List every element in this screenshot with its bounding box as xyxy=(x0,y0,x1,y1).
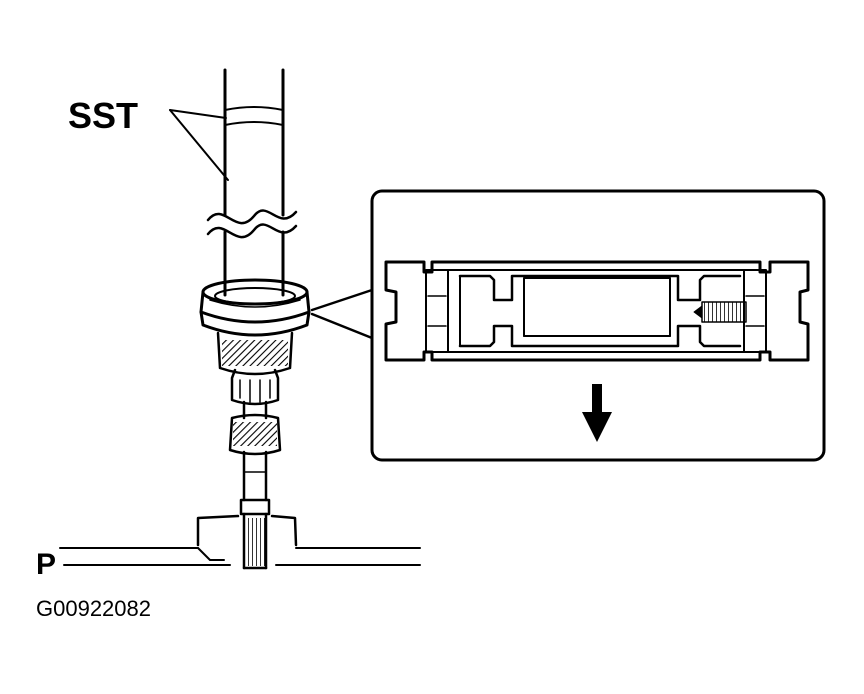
callout-leader xyxy=(310,288,374,340)
gear-assembly xyxy=(216,331,294,570)
sst-tube xyxy=(206,68,298,297)
detail-inset xyxy=(370,189,826,462)
press-label: P xyxy=(36,548,56,581)
sst-leader-lines xyxy=(169,109,229,181)
figure-code: G00922082 xyxy=(36,596,151,621)
arrow-down-icon xyxy=(582,384,612,442)
bearing-cross-section xyxy=(384,260,810,362)
bearing xyxy=(199,278,311,337)
press-base xyxy=(59,514,421,566)
sst-label: SST xyxy=(68,95,138,136)
